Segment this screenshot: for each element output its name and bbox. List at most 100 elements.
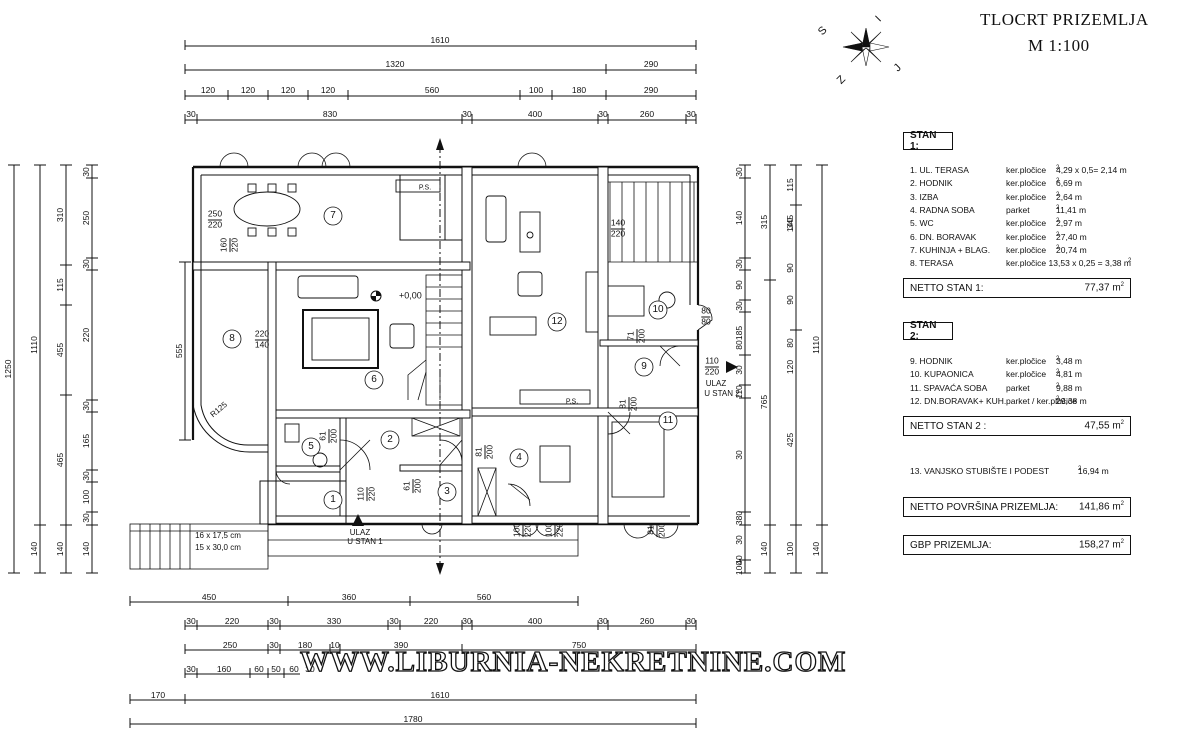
top-dim-3: 290: [643, 84, 659, 95]
top-dim-4: 30: [686, 108, 696, 119]
room-number: 5: [308, 441, 314, 452]
room-name: 3. IZBA: [910, 191, 939, 202]
right-dim-2: 140: [758, 541, 769, 557]
left-dim-4: 165: [80, 433, 91, 449]
right-dim-4: 1110: [810, 336, 821, 354]
right-dim-1: 30: [733, 535, 744, 545]
left-dim-4: 30: [80, 471, 91, 481]
watermark-text: WWW.LIBURNIA-NEKRETNINE.COM: [299, 645, 847, 678]
right-dim-1: 380: [733, 510, 744, 526]
right-dim-1: 30: [733, 259, 744, 269]
top-dim-4: 260: [639, 108, 655, 119]
left-dim-3: 140: [54, 541, 65, 557]
bottom-dim-4: 50: [271, 663, 281, 674]
top-dimension-lines: [184, 40, 697, 124]
room-material: ker.pločice: [1006, 231, 1047, 242]
room-name: 1. UL. TERASA: [910, 165, 969, 175]
top-dim-3: 120: [200, 84, 216, 95]
bottom-dim-3: 30: [269, 639, 279, 650]
right-dim-2: 315: [758, 214, 769, 230]
stan1-netto-value: 77,37 m2: [1084, 282, 1124, 294]
gbp-value: 158,27 m2: [1078, 539, 1124, 551]
bottom-dim-4: 30: [186, 663, 196, 674]
bottom-dim-2: 30: [389, 615, 399, 626]
ps-label-1: P.S.: [418, 184, 432, 192]
room-material: ker.pločice 13,53 x 0,25 = 3,38 m: [1006, 258, 1131, 269]
room-name: 9. HODNIK: [910, 356, 953, 366]
right-dim-1: 30: [733, 365, 744, 375]
room-name: 12. DN.BORAVAK+ KUH.: [910, 395, 1007, 406]
right-dim-1: 110: [733, 385, 744, 399]
left-dim-4: 30: [80, 167, 91, 177]
top-dim-3: 120: [240, 84, 256, 95]
room-material: ker.pločice: [1006, 369, 1047, 380]
bottom-dim-1: 450: [201, 591, 217, 602]
left-dim-4: 140: [80, 541, 91, 557]
left-dim-4: 30: [80, 513, 91, 523]
bottom-dim-4: 60: [289, 663, 299, 674]
bottom-dim-2: 220: [224, 615, 240, 626]
room-name: 6. DN. BORAVAK: [910, 231, 977, 242]
section-markers: [352, 138, 738, 575]
drawing-scale: M 1:100: [1028, 36, 1090, 55]
bottom-dim-2: 30: [598, 615, 608, 626]
entrance-target-2: U STAN 2: [704, 389, 740, 398]
left-dim-2: 140: [28, 541, 39, 557]
bottom-dim-1: 360: [341, 591, 357, 602]
top-dim-4: 400: [527, 108, 543, 119]
top-dim-4: 830: [322, 108, 338, 119]
right-dim-3: 425: [784, 432, 795, 448]
stair-spec-2: 15 x 30,0 cm: [195, 543, 241, 552]
room-number: 2: [387, 434, 393, 445]
left-dim-5: 555: [173, 343, 184, 359]
bottom-dim-2: 30: [686, 615, 696, 626]
top-dim-4: 30: [186, 108, 196, 119]
stan1-netto: NETTO STAN 1: 77,37 m2: [903, 278, 1131, 298]
left-dim-4: 30: [80, 259, 91, 269]
room-name: 7. KUHINJA + BLAG.: [910, 244, 991, 255]
netto-total-label: NETTO POVRŠINA PRIZEMLJA:: [910, 501, 1059, 513]
right-dim-1: 30: [733, 167, 744, 177]
left-dim-4: 100: [80, 489, 91, 505]
entrance-target-1: U STAN 1: [347, 537, 383, 546]
top-dim-4: 30: [462, 108, 472, 119]
right-dim-1: 100: [733, 560, 744, 576]
room-number: 3: [444, 486, 450, 497]
room-number: 4: [516, 452, 522, 463]
netto-total: NETTO POVRŠINA PRIZEMLJA: 141,86 m2: [903, 497, 1131, 517]
room-name: 4. RADNA SOBA: [910, 204, 975, 215]
right-dim-3: 80: [784, 338, 795, 348]
bottom-dim-5: 170: [150, 689, 166, 700]
drawing-title: TLOCRT PRIZEMLJA: [980, 10, 1149, 29]
room-material: ker.pločice: [1006, 218, 1047, 229]
right-dim-3: 100: [784, 541, 795, 557]
building-walls: [129, 145, 713, 570]
stan1-header: STAN 1:: [903, 130, 953, 152]
right-dim-3: 120: [784, 359, 795, 375]
room-material: parket / ker.pločice: [1006, 395, 1077, 406]
top-dim-3: 120: [280, 84, 296, 95]
left-dim-3: 310: [54, 207, 65, 223]
stan2-netto: NETTO STAN 2 : 47,55 m2: [903, 416, 1131, 436]
bottom-dim-3: 180: [297, 639, 313, 650]
room-material: ker.pločice: [1006, 178, 1047, 189]
room-material: parket: [1006, 382, 1030, 393]
entrance-label-1: ULAZ: [349, 528, 371, 537]
top-dim-2: 1320: [385, 58, 405, 69]
stan1-netto-label: NETTO STAN 1:: [910, 282, 984, 294]
left-dim-4: 250: [80, 210, 91, 226]
bottom-dimension-lines: [129, 596, 697, 728]
top-dim-3: 180: [571, 84, 587, 95]
gbp-label: GBP PRIZEMLJA:: [910, 539, 992, 551]
bottom-dim-3: 10: [330, 639, 340, 650]
stan2-netto-value: 47,55 m2: [1084, 420, 1124, 432]
right-dim-1: 185: [733, 325, 744, 341]
room-number: 9: [641, 361, 647, 372]
